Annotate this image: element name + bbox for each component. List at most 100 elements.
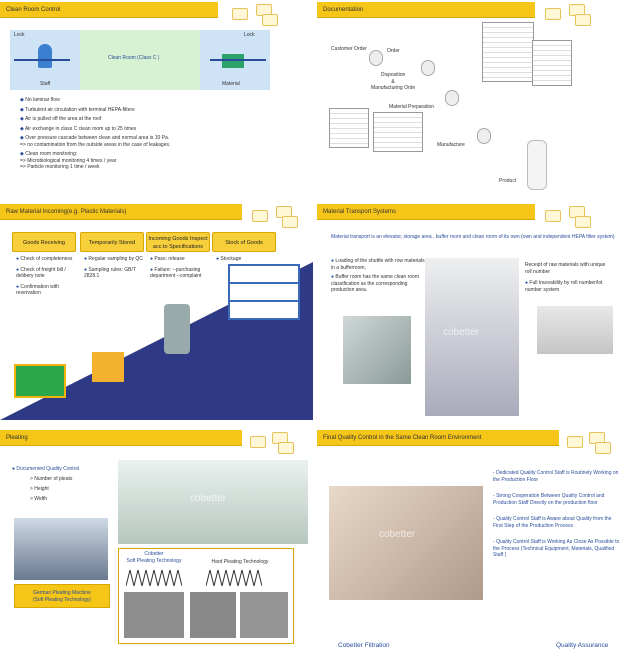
panel-title: Final Quality Control in the Same Clean … bbox=[317, 430, 559, 446]
panel-title: Material Transport Systems bbox=[317, 204, 535, 220]
sub-item: > Width bbox=[30, 496, 48, 502]
decor-icon bbox=[575, 216, 591, 228]
photo-qc-staff bbox=[329, 486, 483, 600]
boxes-icon bbox=[92, 352, 124, 382]
lock-label: Lock bbox=[14, 32, 25, 38]
shelf-icon bbox=[228, 264, 300, 320]
cleanroom-label: Clean Room (Class C ) bbox=[108, 55, 160, 61]
product-icon bbox=[527, 140, 547, 190]
decor-icon bbox=[575, 14, 591, 26]
person-icon bbox=[445, 90, 459, 106]
person-icon bbox=[421, 60, 435, 76]
list-item: ◆ Turbulent air circulation with termina… bbox=[20, 106, 135, 113]
order-label: Order bbox=[387, 48, 400, 54]
left-list: ● Loading of the shuttle with row materi… bbox=[331, 258, 427, 294]
footer-left: Cobetter Filtration bbox=[338, 642, 390, 649]
list-item: ◆ Over pressure cascade between clean an… bbox=[20, 135, 171, 148]
col-list: ● Pass: release ● Failure: --purchasing … bbox=[150, 256, 212, 280]
material-label: Material bbox=[222, 81, 240, 87]
decor-icon bbox=[250, 436, 266, 448]
photo-roll bbox=[537, 306, 613, 354]
panel-title: Clean Room Control bbox=[0, 2, 218, 18]
panel-final-qc: Final Quality Control in the Same Clean … bbox=[317, 424, 627, 649]
list-item: ● Sampling rules: GB/T 2828.1 bbox=[84, 266, 136, 280]
document-icon bbox=[373, 112, 423, 152]
soft-label: Cobetter Soft Pleating Technology bbox=[126, 551, 182, 564]
person-icon bbox=[369, 50, 383, 66]
dqc-text: ● Documented Quality Control bbox=[12, 466, 80, 472]
sub-item: > Number of pleats bbox=[30, 476, 73, 482]
material-prep-label: Material Preparation bbox=[389, 104, 435, 110]
intro-text: Material transport is an elevator, stora… bbox=[331, 234, 615, 240]
column-header: Temporarily Stored bbox=[80, 232, 144, 252]
sub-item: > Height bbox=[30, 486, 49, 492]
column-header: Goods Receiving bbox=[12, 232, 76, 252]
decor-icon bbox=[252, 210, 268, 222]
arrow-icon bbox=[210, 59, 266, 61]
document-icon bbox=[482, 22, 534, 82]
customer-order-label: Customer Order bbox=[331, 46, 367, 52]
col-list: ● Stockage bbox=[216, 256, 276, 263]
col-list: ● Regular sampling by QC ● Sampling rule… bbox=[84, 256, 144, 280]
manufacture-label: Manufacture bbox=[437, 142, 465, 148]
list-item: ● Confirmation with reservation bbox=[16, 283, 60, 297]
receipt-item: ● Full traceability by roll number/lot n… bbox=[525, 280, 603, 293]
list-item: ◆ Air exchange in class C clean room up … bbox=[20, 125, 137, 132]
staff-icon bbox=[38, 44, 52, 68]
list-item: - Quality Control Staff is Working As Cl… bbox=[493, 539, 620, 558]
column-header: Incoming Goods Inspect acc.to Specificat… bbox=[146, 232, 210, 252]
list-item: ● Check of completeness bbox=[16, 256, 73, 262]
qc-list: - Dedicated Quality Control Staff is Rou… bbox=[493, 470, 621, 559]
product-label: Product bbox=[499, 178, 517, 184]
decor-icon bbox=[232, 8, 248, 20]
microscope-icon bbox=[164, 304, 190, 354]
list-item: ● Check of freight bill / delibery note bbox=[16, 266, 66, 280]
list-item: - Strong Cooperation Between Quality Con… bbox=[493, 493, 605, 506]
panel-transport: Material Transport Systems Material tran… bbox=[317, 202, 627, 420]
panel-clean-room: Clean Room Control Lock Lock Clean Room … bbox=[0, 0, 313, 198]
truck-icon bbox=[14, 364, 66, 398]
list-item: - Quality Control Staff is Aware about Q… bbox=[493, 516, 612, 529]
photo-cleanroom bbox=[118, 460, 308, 544]
list-item: ● Pass: release bbox=[150, 256, 185, 262]
panel-documentation: Documentation Customer Order Order Dispo… bbox=[317, 0, 627, 198]
material-icon bbox=[222, 54, 244, 68]
decor-icon bbox=[595, 442, 611, 454]
list-item: ● Stockage bbox=[216, 256, 242, 262]
decor-icon bbox=[282, 216, 298, 228]
receipt-text: Receipt of raw materials with unique rol… bbox=[525, 262, 606, 275]
sem-image bbox=[124, 592, 184, 638]
col-list: ● Check of completeness ● Check of freig… bbox=[16, 256, 76, 297]
list-item: ● Regular sampling by QC bbox=[84, 256, 143, 262]
decor-icon bbox=[545, 210, 561, 222]
sem-image bbox=[190, 592, 236, 638]
panel-title: Documentation bbox=[317, 2, 535, 18]
photo-machine bbox=[14, 518, 108, 580]
machine-caption-text: German Pleating Machine (Soft Pleating T… bbox=[32, 590, 92, 603]
list-item: - Dedicated Quality Control Staff is Rou… bbox=[493, 470, 619, 483]
bullet-list: ◆ No laminar flow ◆ Turbulent air circul… bbox=[20, 97, 290, 171]
watermark: cobetter bbox=[379, 529, 416, 540]
column-header: Stock of Goods bbox=[212, 232, 276, 252]
soft-pleat-icon bbox=[126, 570, 182, 586]
list-item: ◆ Clean room monitoring: => Microbiologi… bbox=[20, 151, 117, 170]
decor-icon bbox=[262, 14, 278, 26]
lock-label: Lock bbox=[244, 32, 255, 38]
list-item: ◆ No laminar flow bbox=[20, 97, 60, 103]
decor-icon bbox=[278, 442, 294, 454]
machine-caption bbox=[14, 584, 110, 608]
list-item: ● Failure: --purchasing department --com… bbox=[150, 266, 202, 280]
sem-image bbox=[240, 592, 288, 638]
pleat-panel bbox=[118, 548, 294, 644]
watermark: cobetter bbox=[443, 327, 480, 338]
disposition-label: Disposition & Manufacturing Orde bbox=[371, 72, 416, 91]
cleanroom-area bbox=[80, 30, 200, 90]
panel-pleating: Pleating ● Documented Quality Control > … bbox=[0, 424, 313, 649]
decor-icon bbox=[567, 436, 583, 448]
list-item: ◆ Air is pulled off the area at the roof bbox=[20, 116, 102, 122]
document-icon bbox=[329, 108, 369, 148]
photo-shuttle bbox=[425, 258, 519, 416]
panel-raw-material: Raw Material Incoming(e.g. Plastic Mater… bbox=[0, 202, 313, 420]
document-icon bbox=[532, 40, 572, 86]
hard-label: Hard Pleating Technology bbox=[211, 559, 269, 565]
